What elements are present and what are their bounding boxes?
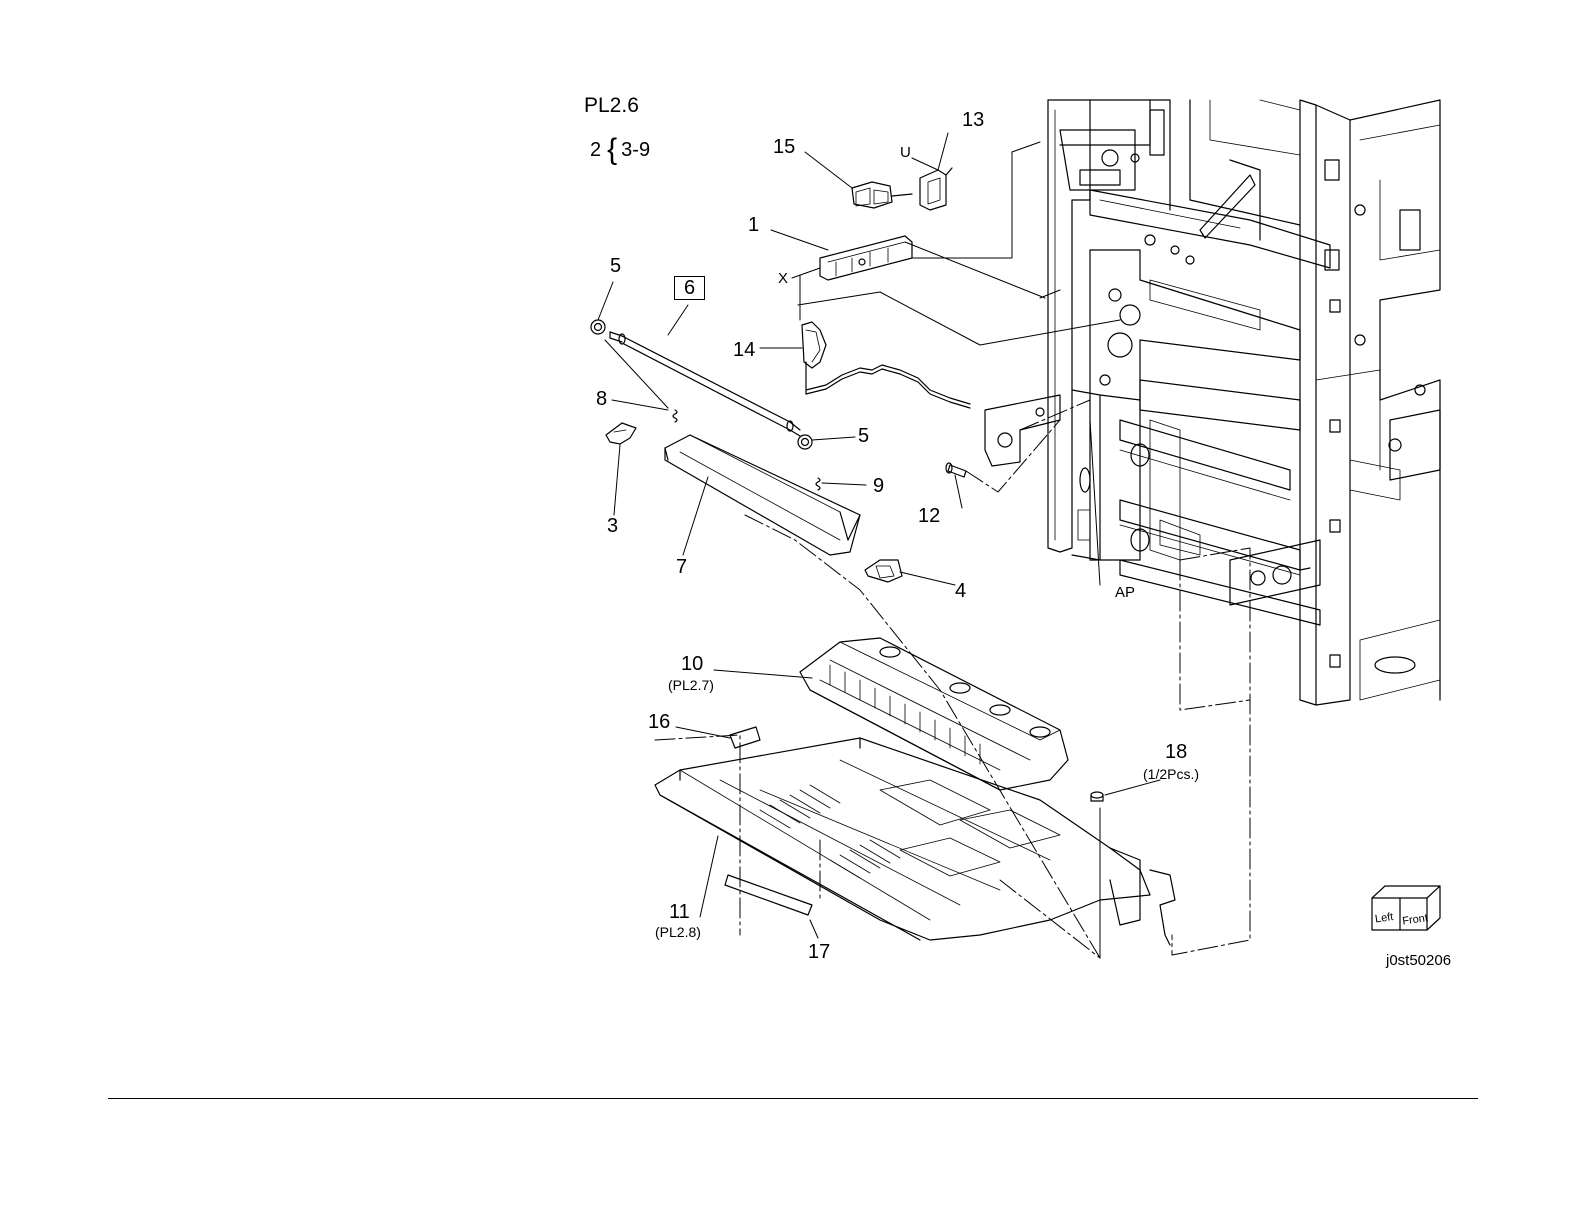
cube-left-label: Left bbox=[1374, 911, 1394, 925]
callout-4: 4 bbox=[955, 581, 966, 601]
callout-6-boxed: 6 bbox=[674, 276, 705, 300]
leader-lines bbox=[598, 133, 1160, 958]
part-16-label bbox=[730, 727, 760, 748]
callout-18-qty: (1/2Pcs.) bbox=[1143, 767, 1199, 781]
part-8-spring bbox=[673, 410, 677, 422]
connector-mark-u: U bbox=[900, 145, 911, 160]
part-17-label bbox=[725, 875, 812, 915]
part-1-guide bbox=[820, 236, 912, 280]
part-7-chute bbox=[665, 435, 860, 555]
mounting-plate bbox=[985, 395, 1060, 466]
cube-front-label: Front bbox=[1402, 912, 1429, 927]
main-frame-assembly bbox=[1048, 100, 1440, 705]
callout-5-lower: 5 bbox=[858, 426, 869, 446]
callout-5-upper: 5 bbox=[610, 256, 621, 276]
u-leader-line bbox=[912, 158, 938, 170]
part-5-bushing-left bbox=[591, 320, 605, 334]
callout-16: 16 bbox=[648, 712, 670, 732]
part-11-cover-assembly bbox=[655, 738, 1175, 945]
callout-18: 18 bbox=[1165, 742, 1187, 762]
callout-10-ref: (PL2.7) bbox=[668, 678, 714, 692]
callout-14: 14 bbox=[733, 340, 755, 360]
callout-11: 11 bbox=[669, 902, 690, 922]
part-14-harness bbox=[802, 322, 970, 408]
connector-mark-x: X bbox=[778, 271, 788, 286]
callout-10: 10 bbox=[681, 654, 703, 674]
callout-3: 3 bbox=[607, 516, 618, 536]
part-9-spring bbox=[816, 478, 820, 490]
callout-12: 12 bbox=[918, 506, 940, 526]
callout-1: 1 bbox=[748, 215, 759, 235]
bottom-divider bbox=[108, 1098, 1478, 1099]
part-18-screw bbox=[1091, 792, 1103, 801]
part-15-switch bbox=[852, 182, 912, 208]
callout-13: 13 bbox=[962, 110, 984, 130]
callout-7: 7 bbox=[676, 557, 687, 577]
callout-8: 8 bbox=[596, 389, 607, 409]
callout-9: 9 bbox=[873, 476, 884, 496]
callout-15: 15 bbox=[773, 137, 795, 157]
dash-dot-routing-lines bbox=[655, 400, 1250, 958]
part-3-clip bbox=[606, 423, 636, 444]
callout-17: 17 bbox=[808, 942, 830, 962]
connector-mark-ap: AP bbox=[1115, 585, 1135, 600]
part-4-clip bbox=[865, 560, 902, 582]
part-13-bracket bbox=[920, 168, 952, 210]
orientation-cube-icon: Left Front bbox=[1372, 886, 1440, 930]
part-10-transport-assembly bbox=[800, 638, 1068, 790]
part-12-pin bbox=[946, 463, 966, 477]
figure-id: j0st50206 bbox=[1386, 952, 1451, 969]
x-leader-line bbox=[792, 268, 820, 278]
callout-11-ref: (PL2.8) bbox=[655, 925, 701, 939]
part-5-bushing-right bbox=[798, 435, 812, 449]
